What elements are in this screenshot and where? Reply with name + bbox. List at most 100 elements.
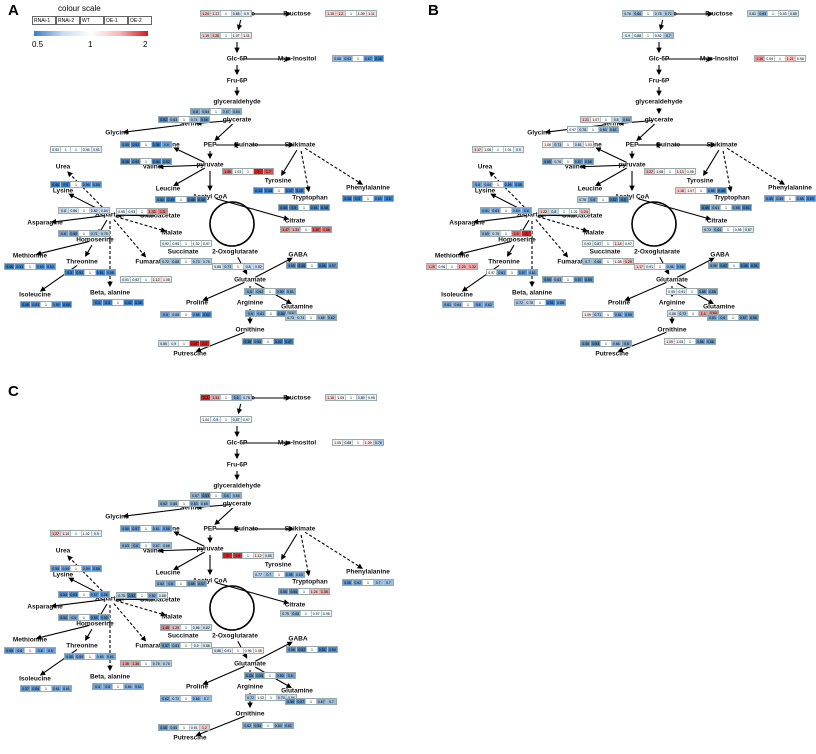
heatmap-cell-myo-inositol-4: 1.09 (363, 440, 374, 445)
heatmap-cell-aspartate-1: 0.95 (117, 209, 128, 214)
heatmap-cell-fumarate-3: 1 (563, 277, 574, 282)
heatmap-cell-proline-2: 0.71 (593, 312, 604, 317)
arrow-pyruvate-to-leucine (173, 551, 206, 571)
heatmap-cell-tryptophan-5: 1.35 (319, 589, 330, 594)
heatmap-cell-fructose-3: 1 (346, 11, 357, 16)
heatmap-cell-valine-4: 0.46 (151, 159, 162, 164)
legend-tick-mid: 1 (88, 40, 93, 49)
dashed-arrow-aspartate-to-fumarate (113, 603, 147, 642)
heatmap-cell-isoleucine-1: 0.57 (21, 686, 32, 691)
heatmap-cell-fumarate-5: 1.08 (161, 277, 172, 282)
heatmap-cell-succinate-2: 0.68 (593, 259, 604, 264)
heatmap-cell-asparagine-4: 0.63 (511, 208, 522, 213)
heatmap-cell-valine-1: 0.63 (121, 543, 132, 548)
legend-gradient-bar (34, 31, 148, 36)
heatmap-cell-threonine-3: 1 (507, 270, 518, 275)
heatmap-cell-glycine-2: 0.78 (578, 127, 589, 132)
heatmap-cell-tyrosine-1: 1.18 (676, 188, 687, 193)
metabolite-asparagine: Asparagine (27, 219, 63, 227)
heatmap-cell-fumarate-4: 0.57 (573, 277, 584, 282)
heatmap-cell-phenylalanine-2: 0.62 (353, 580, 364, 585)
dashed-arrow-shikimate-to-phenylalanine (304, 531, 364, 569)
heatmap-cell-alanine-3: 1 (563, 142, 574, 147)
heatmap-cell-gaba-5: 0.57 (327, 263, 338, 268)
heatmap-cell-2-oxoglutarate-3: 1 (233, 648, 244, 653)
heatmap-cell-tyrosine-2: 0.48 (264, 188, 275, 193)
metabolite-threonine: Threonine (66, 258, 98, 266)
heatmap-cell-fructose-3: 1 (768, 11, 779, 16)
heatmap-cell-beta-alanine-1: 0.4 (93, 300, 104, 305)
arrow-homoserine-to-threonine (507, 244, 515, 257)
arrow-glutamate-to-gaba (677, 257, 715, 278)
panel-label-b: B (428, 2, 439, 19)
metabolite-2-oxoglutarate: 2-Oxoglutarate (212, 248, 258, 256)
heatmap-cell-myo-inositol-3: 1 (775, 56, 786, 61)
metabolite-ornithine: Ornithine (657, 326, 687, 334)
heatmap-cell-isoleucine-4: 0.6 (473, 302, 484, 307)
heatmap-cell-myo-inositol-5: 0.46 (373, 56, 384, 61)
metabolite-leucine: Leucine (155, 569, 181, 577)
heatmap-cell-glutamine-2: 0.6 (718, 315, 729, 320)
metabolite-beta-alanine: Beta, alanine (89, 673, 131, 681)
heatmap-cell-alanine-4: 0.81 (573, 142, 584, 147)
arrow-serine-to-glycine (122, 508, 185, 519)
heatmap-cell-glutamine-3: 1 (306, 315, 317, 320)
heatmap-cell-alanine-2: 0.73 (553, 142, 564, 147)
metabolite-glutamine: Glutamine (703, 303, 735, 311)
arrow-glycerate-to-pep (214, 507, 233, 525)
heatmap-cell-proline-5: 0.52 (201, 312, 212, 317)
metabolite-fructose: Fructose (283, 10, 311, 18)
heatmap-cell-succinate-4: 0.9 (191, 643, 202, 648)
metabolite-pyruvate: pyruvate (618, 161, 646, 169)
heatmap-cell-tyrosine-3: 1 (696, 188, 707, 193)
heatmap-cell-malate-5: 0.97 (201, 241, 212, 246)
heatmap-cell-citrate-4: 0.97 (311, 611, 322, 616)
heatmap-cell-gaba-3: 1 (307, 263, 318, 268)
heatmap-cell-succinate-5: 0.86 (201, 643, 212, 648)
heatmap-cell-urea-3: 1 (71, 147, 82, 152)
heatmap-cell-pyruvate-4: 2 (253, 169, 264, 174)
metabolite-glycerate: glycerate (222, 500, 252, 508)
heatmap-cell-glutamine-2: 0.57 (296, 699, 307, 704)
heatmap-cell-valine-4: 0.57 (573, 159, 584, 164)
heatmap-cell-aspartate-3: 1 (137, 593, 148, 598)
metabolite-acetyl-coa: Acetyl CoA (614, 193, 650, 201)
metabolite-isoleucine: Isoleucine (19, 291, 51, 299)
heatmap-cell-gaba-1: 0.59 (709, 263, 720, 268)
heatmap-cell-glutamate-5: 0.6 (285, 673, 296, 678)
heatmap-cell-fructose-2: 0.65 (758, 11, 769, 16)
heatmap-cell-proline-4: 0.61 (613, 312, 624, 317)
metabolite-oxaloacetate: Oxaloacetate (139, 596, 181, 604)
dashed-arrow-shikimate-to-tryptophan (722, 150, 733, 193)
heatmap-cell-tyrosine-5: 0.63 (294, 572, 305, 577)
metabolite-methionine: Methionine (12, 636, 48, 644)
heatmap-cell-urea-1: 0.93 (51, 147, 62, 152)
heatmap-cell-glutamine-1: 0.56 (286, 699, 297, 704)
heatmap-cell-asparagine-2: 0.86 (69, 208, 80, 213)
heatmap-cell-ornithine-1: 1.09 (665, 339, 676, 344)
heatmap-cell-gaba-4: 0.44 (317, 263, 328, 268)
heatmap-cell-malate-3: 1 (181, 625, 192, 630)
heatmap-cell-glyceraldehyde-4: 0.67 (221, 109, 232, 114)
metabolite-homoserine: Homoserine (76, 620, 114, 628)
heatmap-cell-myo-inositol-5: 0.96 (795, 56, 806, 61)
heatmap-cell-2-oxoglutarate-4: 0.8 (243, 264, 254, 269)
metabolite-citrate: Citrate (706, 217, 728, 225)
heatmap-cell-proline-5: 0.7 (201, 696, 212, 701)
metabolite-acetyl-coa: Acetyl CoA (192, 577, 228, 585)
heatmap-cell-urea-5: 0.91 (91, 147, 102, 152)
heatmap-cell-serine-3: 1 (179, 117, 190, 122)
metabolite-arginine: Arginine (236, 299, 264, 307)
